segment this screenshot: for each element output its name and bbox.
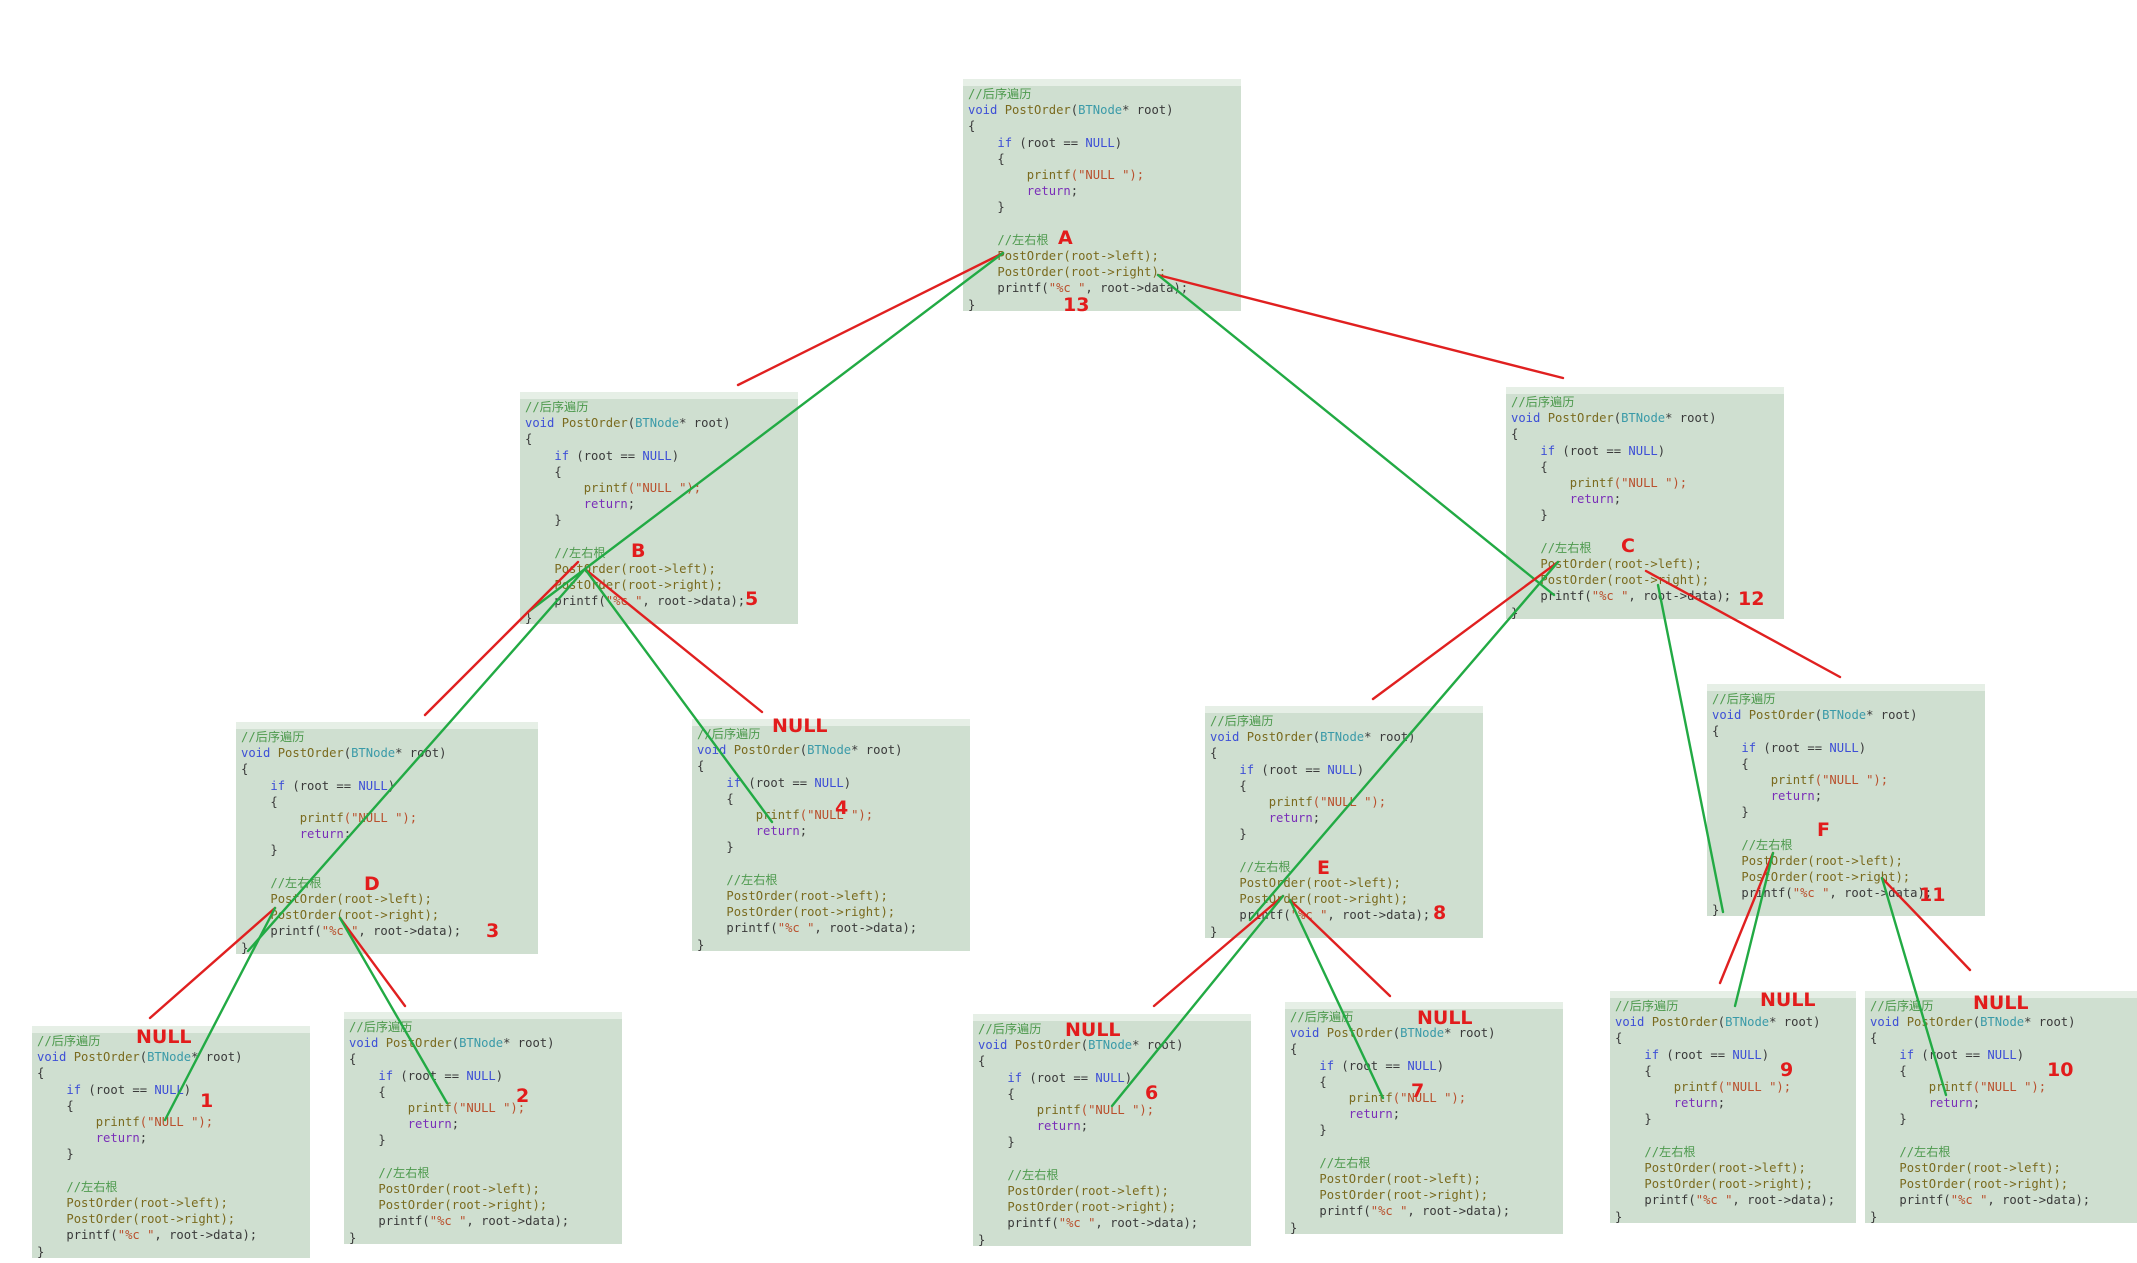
code-box-f: //后序遍历 void PostOrder(BTNode* root) { if… bbox=[1707, 684, 1985, 917]
step-number-label: 11 bbox=[1919, 884, 1946, 906]
node-letter-label: E bbox=[1317, 857, 1330, 879]
node-letter-label: A bbox=[1058, 227, 1073, 249]
node-letter-label: B bbox=[631, 540, 646, 562]
step-number-label: 8 bbox=[1433, 902, 1447, 924]
step-number-label: 13 bbox=[1063, 294, 1090, 316]
step-number-label: 9 bbox=[1780, 1059, 1794, 1081]
code-listing: //后序遍历 void PostOrder(BTNode* root) { if… bbox=[697, 727, 918, 952]
code-box-e-right: //后序遍历 void PostOrder(BTNode* root) { if… bbox=[1285, 1002, 1563, 1235]
code-box-d-right: //后序遍历 void PostOrder(BTNode* root) { if… bbox=[344, 1012, 622, 1245]
code-box-d-left: //后序遍历 void PostOrder(BTNode* root) { if… bbox=[32, 1026, 310, 1259]
step-number-label: 7 bbox=[1411, 1080, 1425, 1102]
code-listing: //后序遍历 void PostOrder(BTNode* root) { if… bbox=[978, 1022, 1199, 1247]
code-box-header-bar bbox=[1285, 1002, 1563, 1009]
step-number-label: 10 bbox=[2047, 1059, 2074, 1081]
code-box-header-bar bbox=[1205, 706, 1483, 713]
code-box-header-bar bbox=[344, 1012, 622, 1019]
node-letter-label: F bbox=[1817, 819, 1830, 841]
step-number-label: 4 bbox=[835, 797, 849, 819]
code-listing: //后序遍历 void PostOrder(BTNode* root) { if… bbox=[1511, 395, 1732, 620]
null-label: NULL bbox=[1065, 1019, 1121, 1041]
code-listing: //后序遍历 void PostOrder(BTNode* root) { if… bbox=[968, 87, 1189, 312]
node-letter-label: D bbox=[364, 873, 380, 895]
return-edge bbox=[1156, 273, 1556, 597]
code-box-header-bar bbox=[963, 79, 1241, 86]
code-box-header-bar bbox=[1707, 684, 1985, 691]
code-box-f-left: //后序遍历 void PostOrder(BTNode* root) { if… bbox=[1610, 991, 1856, 1224]
null-label: NULL bbox=[136, 1026, 192, 1048]
node-letter-label: C bbox=[1621, 535, 1635, 557]
code-box-header-bar bbox=[1865, 991, 2137, 998]
code-box-header-bar bbox=[236, 722, 538, 729]
code-listing: //后序遍历 void PostOrder(BTNode* root) { if… bbox=[1210, 714, 1431, 939]
code-box-header-bar bbox=[692, 719, 970, 726]
step-number-label: 5 bbox=[745, 588, 759, 610]
null-label: NULL bbox=[1760, 989, 1816, 1011]
code-listing: //后序遍历 void PostOrder(BTNode* root) { if… bbox=[1712, 692, 1933, 917]
null-label: NULL bbox=[772, 715, 828, 737]
code-listing: //后序遍历 void PostOrder(BTNode* root) { if… bbox=[37, 1034, 258, 1259]
code-listing: //后序遍历 void PostOrder(BTNode* root) { if… bbox=[349, 1020, 570, 1245]
step-number-label: 6 bbox=[1145, 1082, 1159, 1104]
step-number-label: 2 bbox=[516, 1085, 530, 1107]
step-number-label: 1 bbox=[200, 1090, 214, 1112]
code-listing: //后序遍历 void PostOrder(BTNode* root) { if… bbox=[1615, 999, 1836, 1224]
code-box-header-bar bbox=[520, 392, 798, 399]
code-box-e-left: //后序遍历 void PostOrder(BTNode* root) { if… bbox=[973, 1014, 1251, 1247]
code-box-f-right: //后序遍历 void PostOrder(BTNode* root) { if… bbox=[1865, 991, 2137, 1224]
code-box-b-right: //后序遍历 void PostOrder(BTNode* root) { if… bbox=[692, 719, 970, 952]
step-number-label: 12 bbox=[1738, 588, 1765, 610]
code-listing: //后序遍历 void PostOrder(BTNode* root) { if… bbox=[525, 400, 746, 625]
code-box-c: //后序遍历 void PostOrder(BTNode* root) { if… bbox=[1506, 387, 1784, 620]
code-box-header-bar bbox=[1506, 387, 1784, 394]
null-label: NULL bbox=[1417, 1007, 1473, 1029]
code-listing: //后序遍历 void PostOrder(BTNode* root) { if… bbox=[1870, 999, 2091, 1224]
code-listing: //后序遍历 void PostOrder(BTNode* root) { if… bbox=[1290, 1010, 1511, 1235]
code-box-header-bar bbox=[1610, 991, 1856, 998]
code-listing: //后序遍历 void PostOrder(BTNode* root) { if… bbox=[241, 730, 462, 955]
null-label: NULL bbox=[1973, 992, 2029, 1014]
step-number-label: 3 bbox=[486, 920, 500, 942]
code-box-a: //后序遍历 void PostOrder(BTNode* root) { if… bbox=[963, 79, 1241, 312]
